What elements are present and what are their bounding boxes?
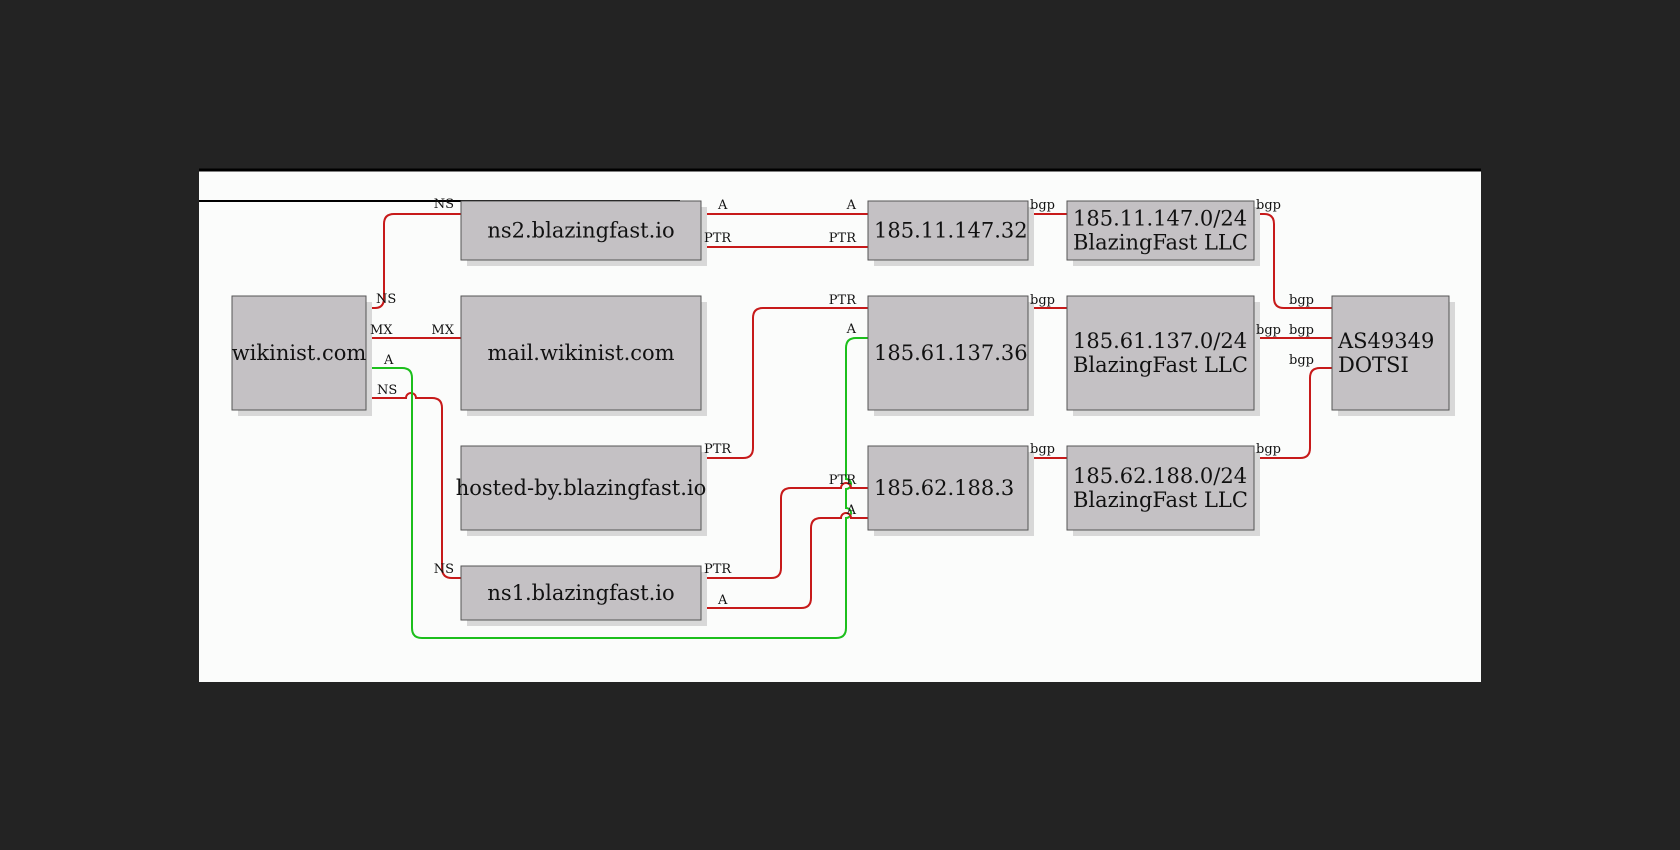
edge-label-ns1-ip3-a-0: A [717, 593, 728, 608]
node-box [867, 445, 1029, 531]
node-label-net137-0: 185.61.137.0/24 [1073, 329, 1247, 353]
node-label-net137-1: BlazingFast LLC [1073, 353, 1248, 377]
edge-label-ns1-ip3-ptr-1: PTR [829, 473, 857, 488]
edge-wik-ip36 [366, 337, 868, 639]
nodes-layer: wikinist.com ns2.blazingfast.io mail.wikin… [231, 200, 1455, 626]
node-label-net188-1: BlazingFast LLC [1073, 488, 1248, 512]
node-box [867, 295, 1029, 411]
node-label-ns1-0: ns1.blazingfast.io [487, 581, 674, 605]
node-box [1331, 295, 1450, 411]
edge-label-ns1-ip3-a-1: A [846, 503, 857, 518]
edge-label-ns2-ip32-ptr-1: PTR [829, 231, 857, 246]
edge-label-wik-ip36-1: A [846, 322, 857, 337]
edge-label-wik-ns1-0: NS [377, 383, 397, 398]
edge-label-hosted-ip36-0: PTR [704, 442, 732, 457]
node-label-net188-0: 185.62.188.0/24 [1073, 464, 1247, 488]
edge-ns1-ip3-a [701, 512, 868, 609]
node-box [867, 200, 1029, 261]
node-box [460, 445, 702, 531]
node-ns1[interactable]: ns1.blazingfast.io [460, 565, 707, 626]
edge-label-wik-mail-0: MX [370, 323, 393, 338]
node-wikinist[interactable]: wikinist.com [231, 295, 372, 416]
node-box [460, 200, 702, 261]
edge-label-wik-mail-1: MX [431, 323, 454, 338]
edge-label-net188-as-0: bgp [1256, 442, 1281, 457]
edge-label-wik-ns2-0: NS [376, 292, 396, 307]
edge-wik-ns1 [366, 392, 461, 579]
node-box [1066, 445, 1255, 531]
node-ip36[interactable]: 185.61.137.36 [867, 295, 1034, 416]
node-label-wikinist-0: wikinist.com [232, 341, 367, 365]
node-label-net147-1: BlazingFast LLC [1073, 231, 1248, 255]
edge-ns1-ip3-ptr [701, 482, 868, 579]
node-label-ip32-0: 185.11.147.32 [874, 219, 1028, 243]
node-label-as-0: AS49349 [1337, 329, 1434, 353]
edge-net188-as [1254, 367, 1332, 459]
edge-hosted-ip36 [701, 307, 868, 459]
node-label-net147-0: 185.11.147.0/24 [1073, 207, 1247, 231]
edge-wik-ns2 [366, 213, 461, 309]
node-hostedby[interactable]: hosted-by.blazingfast.io [456, 445, 707, 536]
node-box [460, 295, 702, 411]
edge-label-net137-as-0: bgp [1256, 323, 1281, 338]
edge-label-ip36-net137-0: bgp [1030, 293, 1055, 308]
node-label-ip3-0: 185.62.188.3 [874, 476, 1014, 500]
edge-label-net147-as-1: bgp [1289, 293, 1314, 308]
node-box [1066, 295, 1255, 411]
edge-label-net137-as-1: bgp [1289, 323, 1314, 338]
node-ip32[interactable]: 185.11.147.32 [867, 200, 1034, 266]
edge-label-ns1-ip3-ptr-0: PTR [704, 562, 732, 577]
edge-label-ip32-net147-0: bgp [1030, 198, 1055, 213]
edges-layer [366, 213, 1332, 639]
edge-label-ns2-ip32-ptr-0: PTR [704, 231, 732, 246]
edge-label-net147-as-0: bgp [1256, 198, 1281, 213]
edge-label-hosted-ip36-1: PTR [829, 293, 857, 308]
node-box [460, 565, 702, 621]
edge-net147-as [1254, 213, 1332, 309]
edge-label-wik-ns1-1: NS [434, 562, 454, 577]
edge-label-ns2-ip32-a-1: A [846, 198, 857, 213]
edge-label-net188-as-1: bgp [1289, 353, 1314, 368]
node-label-as-1: DOTSI [1338, 353, 1409, 377]
edge-label-wik-ip36-0: A [383, 353, 394, 368]
node-ip3[interactable]: 185.62.188.3 [867, 445, 1034, 536]
node-ns2[interactable]: ns2.blazingfast.io [460, 200, 707, 266]
node-label-hostedby-0: hosted-by.blazingfast.io [456, 476, 707, 500]
node-box [231, 295, 367, 411]
node-label-mail-0: mail.wikinist.com [487, 341, 674, 365]
node-label-ip36-0: 185.61.137.36 [874, 341, 1028, 365]
node-mail[interactable]: mail.wikinist.com [460, 295, 707, 416]
node-box [1066, 200, 1255, 261]
edge-label-wik-ns2-1: NS [434, 197, 454, 212]
edge-label-ns2-ip32-a-0: A [717, 198, 728, 213]
edge-label-ip3-net188-0: bgp [1030, 442, 1055, 457]
node-label-ns2-0: ns2.blazingfast.io [487, 219, 674, 243]
